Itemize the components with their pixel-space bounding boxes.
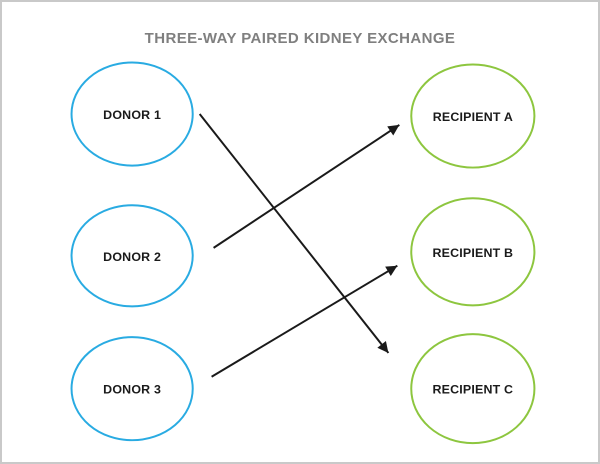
node-label-recipient-c: RECIPIENT C — [432, 383, 513, 397]
node-recipient-c: RECIPIENT C — [410, 333, 536, 445]
node-label-donor-1: DONOR 1 — [103, 108, 161, 122]
recipient-circle — [410, 197, 536, 307]
node-donor-2: DONOR 2 — [70, 204, 194, 308]
node-label-donor-3: DONOR 3 — [103, 383, 161, 397]
donor-circle — [70, 61, 194, 167]
recipient-circle — [410, 333, 536, 445]
node-recipient-a: RECIPIENT A — [410, 63, 536, 169]
node-donor-3: DONOR 3 — [70, 336, 194, 442]
diagram-title: THREE-WAY PAIRED KIDNEY EXCHANGE — [144, 30, 456, 47]
recipient-circle — [410, 63, 536, 169]
node-label-donor-2: DONOR 2 — [103, 250, 161, 264]
arrow-donor-3-to-recipient-b — [211, 264, 398, 378]
node-donor-1: DONOR 1 — [70, 61, 194, 167]
node-recipient-b: RECIPIENT B — [410, 197, 536, 307]
donor-circle — [70, 204, 194, 308]
arrow-donor-2-to-recipient-a — [213, 124, 400, 249]
node-label-recipient-a: RECIPIENT A — [433, 110, 513, 124]
donor-circle — [70, 336, 194, 442]
node-label-recipient-b: RECIPIENT B — [432, 246, 513, 260]
arrow-donor-1-to-recipient-c — [198, 113, 390, 354]
